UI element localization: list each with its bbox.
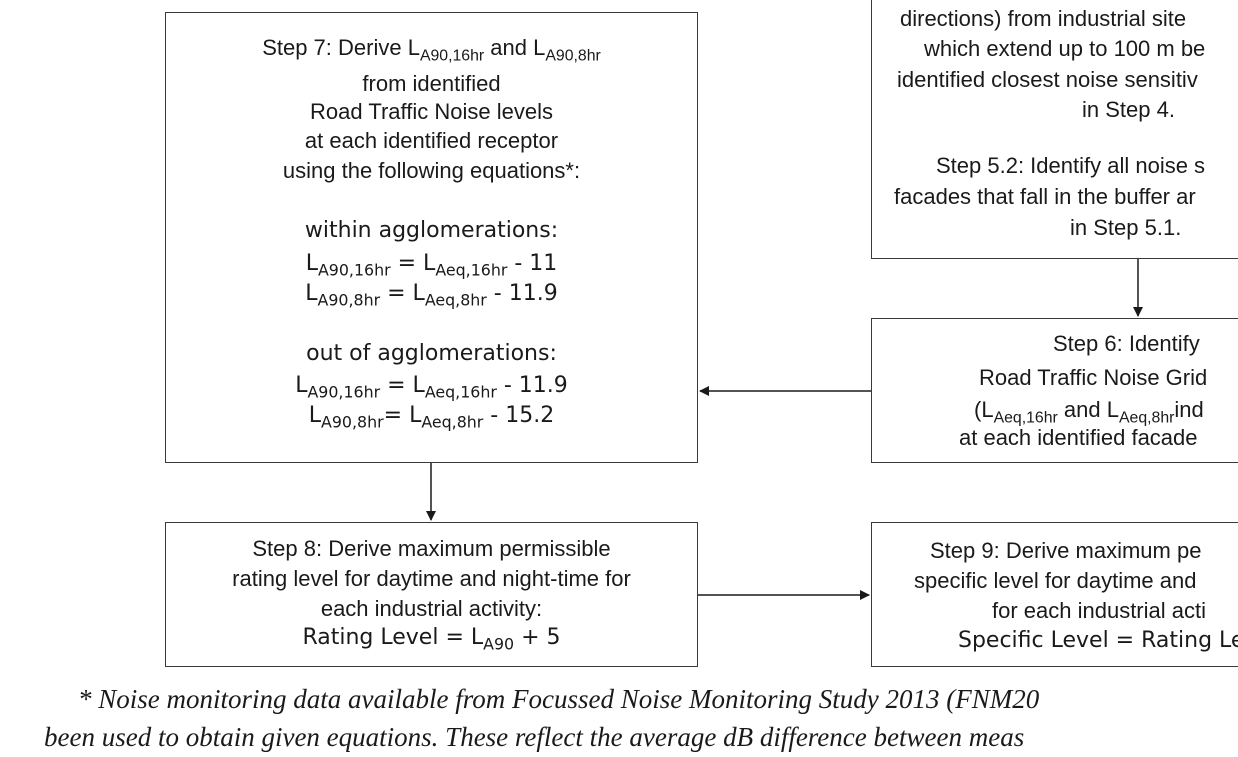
step6-box: Step 6: Identify Road Traffic Noise Grid… (871, 318, 1238, 463)
step5-line7: in Step 5.1. (1070, 215, 1182, 240)
step8-line4: Rating Level = LA90 + 5 (302, 625, 561, 654)
out-equation-1: LA90,16hr = LAeq,16hr - 11.9 (295, 373, 568, 402)
footnote-line1: * Noise monitoring data available from F… (78, 684, 1040, 714)
step9-line1: Step 9: Derive maximum pe (930, 538, 1202, 563)
within-title: within agglomerations: (304, 218, 559, 243)
step7-line5: using the following equations*: (282, 158, 581, 183)
step7-heading-sub1: A90,16hr (419, 47, 485, 65)
step6-line3: (LAeq,16hr and LAeq,8hrind (974, 397, 1204, 427)
step9-box: Step 9: Derive maximum pe specific level… (871, 522, 1238, 667)
step7-line4: at each identified receptor (304, 128, 559, 153)
step7-heading: Step 7: Derive LA90,16hr and LA90,8hr (166, 35, 697, 64)
step5-box: directions) from industrial site which e… (871, 0, 1238, 259)
step6-line1: Step 6: Identify (1053, 331, 1200, 356)
step5-line5: Step 5.2: Identify all noise s (936, 153, 1206, 178)
step5-line6: facades that fall in the buffer ar (894, 184, 1196, 209)
step7-line3: Road Traffic Noise levels (310, 99, 553, 124)
footnote-line2: been used to obtain given equations. The… (44, 722, 1025, 752)
step6-line4: at each identified facade (959, 425, 1198, 450)
step9-line4: Specific Level = Rating Le (958, 628, 1238, 653)
step7-line2: from identified (362, 71, 501, 96)
out-title: out of agglomerations: (306, 341, 557, 366)
step8-box: Step 8: Derive maximum permissible ratin… (165, 522, 698, 667)
step5-line3: identified closest noise sensitiv (897, 67, 1198, 92)
step8-line2: rating level for daytime and night-time … (232, 566, 631, 591)
step5-line1: directions) from industrial site (900, 6, 1187, 31)
step7-box: Step 7: Derive LA90,16hr and LA90,8hr fr… (165, 12, 698, 463)
step5-line4: in Step 4. (1082, 97, 1175, 122)
within-equation-2: LA90,8hr = LAeq,8hr - 11.9 (305, 281, 558, 310)
step8-line1: Step 8: Derive maximum permissible (252, 536, 611, 561)
step9-line2: specific level for daytime and (914, 568, 1197, 593)
step7-heading-text: Step 7: Derive L (262, 35, 420, 60)
step7-heading-sub2: A90,8hr (545, 47, 601, 65)
out-equation-2: LA90,8hr= LAeq,8hr - 15.2 (308, 403, 555, 432)
step6-line2: Road Traffic Noise Grid (979, 365, 1208, 390)
step5-line2: which extend up to 100 m be (924, 36, 1206, 61)
within-equation-1: LA90,16hr = LAeq,16hr - 11 (305, 251, 558, 280)
step7-heading-mid: and L (484, 35, 546, 60)
step9-line3: for each industrial acti (992, 598, 1206, 623)
step8-line3: each industrial activity: (320, 596, 543, 621)
